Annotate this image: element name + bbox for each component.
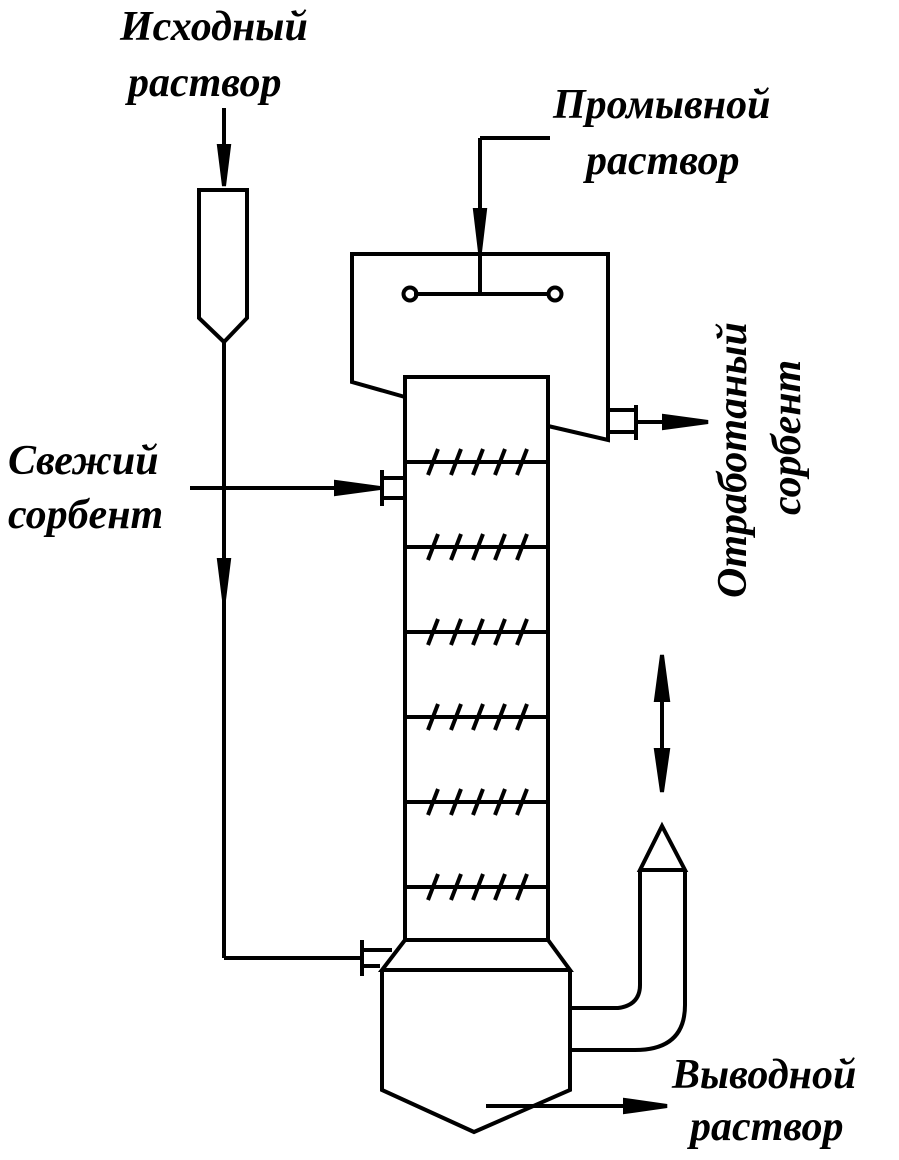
- wash-distributor-right-nozzle: [546, 285, 564, 303]
- tray-blade: [449, 703, 463, 731]
- tray-blade: [493, 788, 507, 816]
- tray-blade: [515, 788, 529, 816]
- riser-pipe-inner: [570, 870, 642, 1010]
- label-fresh-sorbent-line1: Свежий: [8, 438, 159, 484]
- tray-blade: [471, 448, 485, 476]
- tray-blade: [471, 533, 485, 561]
- label-fresh-sorbent-line2: сорбент: [8, 492, 163, 538]
- tray-blade: [493, 703, 507, 731]
- tray-blade: [449, 448, 463, 476]
- outlet-solution-arrowhead: [623, 1097, 668, 1115]
- column-trays: [405, 448, 548, 901]
- tray-1: [405, 448, 548, 476]
- tray-blade: [493, 533, 507, 561]
- tray-blade: [493, 873, 507, 901]
- tray-blade: [426, 873, 440, 901]
- tray-3: [405, 618, 548, 646]
- tray-blade: [493, 618, 507, 646]
- tray-blade: [426, 788, 440, 816]
- label-source-solution: Исходный раствор: [119, 4, 308, 106]
- tray-blade: [493, 448, 507, 476]
- tray-blade: [449, 788, 463, 816]
- wash-tank: [350, 136, 610, 443]
- tray-5: [405, 788, 548, 816]
- tray-blade: [471, 703, 485, 731]
- tray-blade: [426, 703, 440, 731]
- tray-4: [405, 703, 548, 731]
- label-source-solution-line1: Исходный: [119, 4, 308, 50]
- riser-pipe-cap: [636, 821, 689, 872]
- tray-blade: [449, 533, 463, 561]
- label-wash-solution: Промывной раствор: [552, 82, 770, 184]
- wash-distributor-left-nozzle: [401, 285, 419, 303]
- label-wash-solution-line1: Промывной: [552, 82, 770, 128]
- hopper-body: [197, 188, 249, 345]
- tray-blade: [426, 618, 440, 646]
- label-outlet-solution: Выводной раствор: [671, 1052, 856, 1150]
- motion-arrow-head-up: [653, 654, 671, 702]
- tray-blade: [515, 448, 529, 476]
- label-spent-sorbent-line2: сорбент: [764, 360, 810, 515]
- spent-outlet-arrowhead: [662, 413, 709, 431]
- feed-pipe: [216, 342, 392, 976]
- tray-blade: [515, 618, 529, 646]
- tray-blade: [449, 618, 463, 646]
- tray-6: [405, 873, 548, 901]
- label-spent-sorbent: Отработаный сорбент: [710, 322, 810, 598]
- fresh-sorbent-inlet: [190, 470, 405, 506]
- tray-2: [405, 533, 548, 561]
- tray-blade: [515, 873, 529, 901]
- tray-blade: [515, 703, 529, 731]
- label-spent-sorbent-line1: Отработаный: [710, 322, 756, 598]
- feed-pipe-arrowhead: [216, 558, 232, 601]
- bottom-vessel-cone-transition: [377, 938, 574, 972]
- label-source-solution-line2: раствор: [125, 60, 282, 106]
- tray-blade: [471, 788, 485, 816]
- label-outlet-solution-line1: Выводной: [671, 1052, 856, 1098]
- tray-blade: [426, 533, 440, 561]
- label-wash-solution-line2: раствор: [583, 138, 740, 184]
- bottom-vessel: [377, 938, 574, 1135]
- riser-pipe-outer: [570, 870, 687, 1052]
- fresh-sorbent-arrowhead: [334, 479, 381, 497]
- spent-sorbent-outlet: [608, 405, 709, 440]
- motion-arrow: [653, 654, 671, 793]
- tray-blade: [426, 448, 440, 476]
- riser-pipe: [570, 821, 689, 1052]
- outlet-solution: [486, 1097, 668, 1115]
- tray-blade: [515, 533, 529, 561]
- tray-blade: [471, 618, 485, 646]
- feed-inlet-arrowhead: [216, 144, 232, 187]
- wash-inlet-arrowhead: [472, 208, 488, 253]
- tray-blade: [471, 873, 485, 901]
- feed-hopper: [197, 108, 249, 345]
- tray-blade: [449, 873, 463, 901]
- label-fresh-sorbent: Свежий сорбент: [8, 438, 163, 538]
- label-outlet-solution-line2: раствор: [687, 1104, 844, 1150]
- motion-arrow-head-down: [653, 748, 671, 793]
